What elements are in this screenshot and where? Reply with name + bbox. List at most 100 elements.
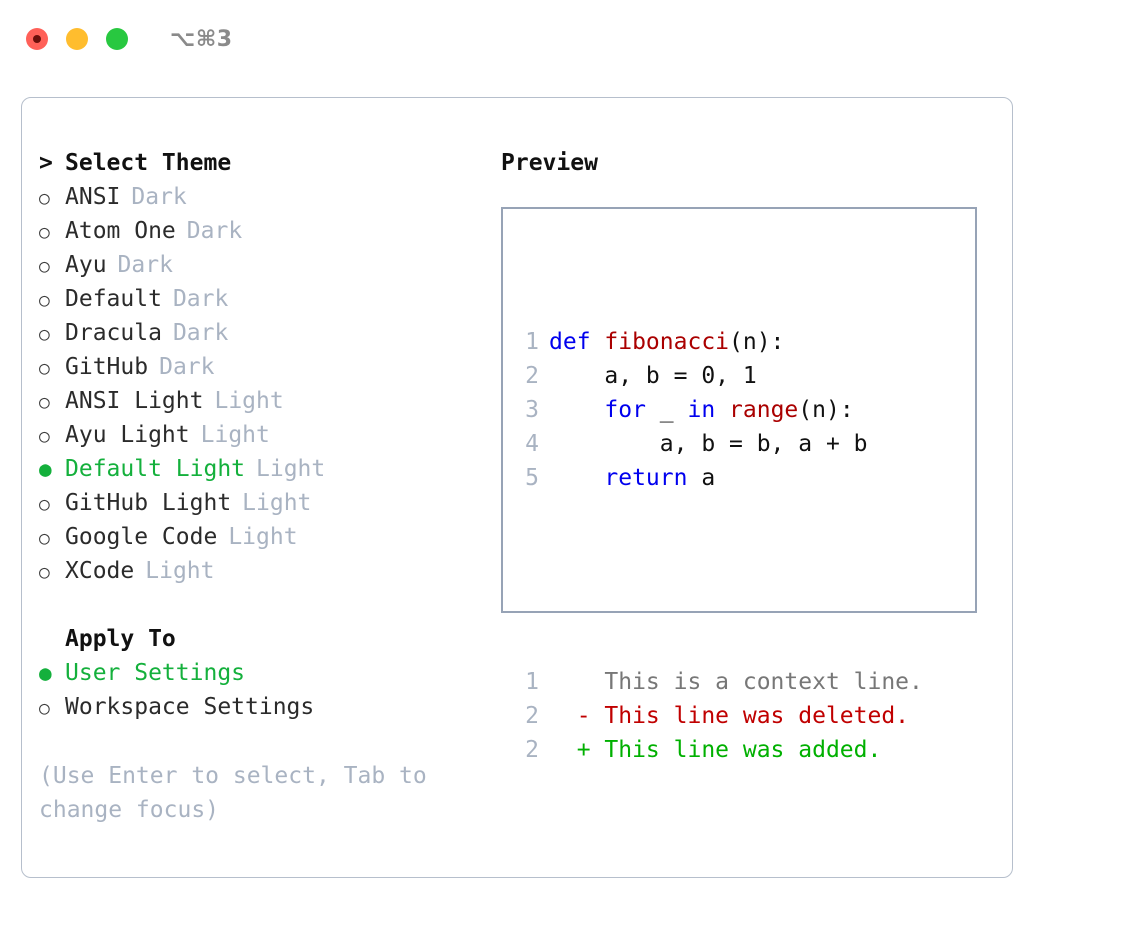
code-token-fn: range — [729, 397, 799, 423]
radio-unselected-icon[interactable]: ○ — [39, 392, 50, 413]
radio-unselected-icon[interactable]: ○ — [39, 222, 50, 243]
radio-unselected-icon[interactable]: ○ — [39, 562, 50, 583]
code-line: 4 a, b = b, a + b — [513, 427, 923, 461]
radio-selected-icon[interactable]: ● — [39, 457, 52, 481]
radio-selected-icon[interactable]: ● — [39, 661, 52, 685]
theme-name-label: ANSI — [65, 184, 121, 210]
radio-unselected-icon[interactable]: ○ — [39, 494, 50, 515]
theme-name-label: GitHub Light — [65, 490, 232, 516]
keyboard-hint: (Use Enter to select, Tab to change focu… — [39, 759, 449, 827]
keyboard-hint-line-2: change focus) — [39, 797, 220, 823]
close-button-icon[interactable] — [26, 28, 48, 50]
theme-name-label: ANSI Light — [65, 388, 204, 414]
code-line: 3 for _ in range(n): — [513, 393, 923, 427]
radio-unselected-icon[interactable]: ○ — [39, 290, 50, 311]
apply-to-item[interactable]: ○Workspace Settings — [39, 690, 499, 724]
theme-variant-tag: Light — [145, 558, 215, 584]
line-number: 3 — [525, 397, 539, 423]
diff-line-text: This line was deleted. — [604, 703, 910, 729]
radio-unselected-icon[interactable]: ○ — [39, 528, 50, 549]
radio-unselected-icon[interactable]: ○ — [39, 426, 50, 447]
theme-list-item[interactable]: ● Default Light Light — [39, 452, 499, 486]
apply-to-label: Apply To — [65, 626, 176, 652]
diff-line-number: 2 — [525, 703, 539, 729]
theme-name-label: Default — [65, 286, 162, 312]
theme-name-label: Google Code — [65, 524, 218, 550]
code-line: 5 return a — [513, 461, 923, 495]
code-token-kw: for — [604, 397, 646, 423]
theme-variant-tag: Dark — [159, 354, 215, 380]
select-theme-label: Select Theme — [65, 150, 232, 176]
code-token-txt: a — [687, 465, 716, 491]
code-line: 2 a, b = 0, 1 — [513, 359, 923, 393]
diff-sign — [549, 665, 604, 699]
code-line-content: for _ in range(n): — [549, 393, 854, 427]
apply-to-item[interactable]: ● User Settings — [39, 656, 499, 690]
apply-to-label-text: User Settings — [65, 660, 246, 686]
code-token-txt — [549, 465, 604, 491]
radio-unselected-icon[interactable]: ○ — [39, 698, 50, 719]
theme-name-label: Dracula — [65, 320, 162, 346]
theme-name-label: Atom One — [65, 218, 176, 244]
code-token-txt — [715, 397, 729, 423]
code-token-txt: (n): — [798, 397, 854, 423]
code-token-kw: def — [549, 329, 605, 355]
theme-variant-tag: Dark — [172, 286, 229, 312]
diff-sign: - — [549, 703, 605, 729]
code-token-txt: _ — [645, 397, 688, 423]
theme-list-item[interactable]: ○ Atom One Dark — [39, 214, 499, 248]
minimize-button-icon[interactable] — [66, 28, 88, 50]
code-token-fn: fibonacci — [604, 329, 730, 355]
theme-name-label: Default Light — [65, 456, 246, 482]
radio-unselected-icon[interactable]: ○ — [39, 358, 50, 379]
list-spacer — [39, 588, 499, 622]
traffic-light-group — [26, 28, 128, 50]
line-number: 1 — [525, 329, 539, 355]
diff-line: 1 This is a context line. — [513, 665, 923, 699]
theme-list-item[interactable]: ○ Default Dark — [39, 282, 499, 316]
theme-variant-tag: Light — [242, 490, 312, 516]
diff-sample: 1 This is a context line.2 - This line w… — [513, 665, 923, 767]
radio-unselected-icon[interactable]: ○ — [39, 324, 50, 345]
code-line-content: return a — [549, 461, 715, 495]
diff-line-number: 1 — [525, 669, 539, 695]
code-line-content: a, b = 0, 1 — [549, 359, 756, 393]
radio-unselected-icon[interactable]: ○ — [39, 256, 50, 277]
code-token-kw: in — [687, 397, 716, 423]
keyboard-hint-line-1: (Use Enter to select, Tab to — [39, 763, 427, 789]
code-token-kw: return — [604, 465, 688, 491]
apply-to-header: Apply To — [39, 622, 499, 656]
code-line-content: a, b = b, a + b — [549, 427, 868, 461]
code-token-txt: a, b = b, a + b — [549, 431, 868, 457]
preview-title: Preview — [501, 150, 598, 176]
window-titlebar: ⌥⌘3 — [0, 0, 1140, 78]
theme-variant-tag: Light — [256, 456, 326, 482]
diff-line: 2 - This line was deleted. — [513, 699, 923, 733]
theme-variant-tag: Dark — [186, 218, 243, 244]
radio-unselected-icon[interactable]: ○ — [39, 188, 50, 209]
code-diff-spacer — [513, 563, 923, 597]
line-number: 2 — [525, 363, 539, 389]
diff-line-number: 2 — [525, 737, 539, 763]
code-line-content: def fibonacci(n): — [549, 325, 784, 359]
theme-list-item[interactable]: ○ GitHub Light Light — [39, 486, 499, 520]
line-number: 5 — [525, 465, 539, 491]
zoom-button-icon[interactable] — [106, 28, 128, 50]
caret-icon: > — [39, 150, 53, 176]
diff-line-text: This is a context line. — [604, 669, 923, 695]
